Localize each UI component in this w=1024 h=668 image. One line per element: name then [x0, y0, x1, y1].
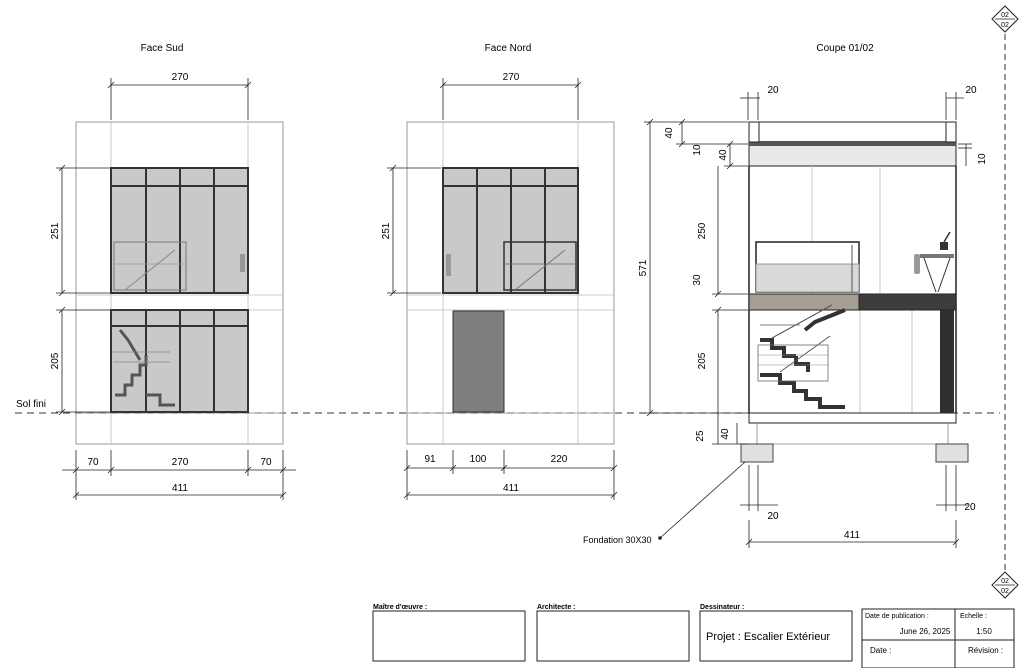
date-pub-value: June 26, 2025: [900, 627, 951, 636]
south-view-title: Face Sud: [141, 43, 184, 54]
dessinateur-box: [699, 610, 853, 662]
south-dim-205: 205: [50, 352, 61, 369]
section-dim-250: 250: [697, 222, 708, 239]
echelle-label: Echelle :: [960, 613, 987, 620]
maitre-label: Maître d'œuvre :: [373, 604, 427, 611]
project-name: Projet : Escalier Extérieur: [706, 631, 830, 643]
south-dim-270-bottom: 270: [172, 457, 189, 468]
title-block: [372, 608, 1015, 668]
north-door: [452, 310, 505, 413]
section-view: [740, 121, 969, 463]
north-dim-251: 251: [381, 222, 392, 239]
section-dim-10-left: 10: [692, 144, 703, 156]
south-dim-70-left: 70: [87, 457, 99, 468]
foundation-right: [935, 443, 969, 463]
north-dim-100: 100: [470, 454, 487, 465]
date-label: Date :: [870, 646, 891, 655]
section-dim-30: 30: [692, 274, 703, 286]
south-dim-270-top: 270: [172, 72, 189, 83]
section-dim-40-roof: 40: [664, 127, 675, 139]
section-dim-205: 205: [697, 352, 708, 369]
section-dim-20-top-right: 20: [965, 85, 977, 96]
south-facade: [75, 121, 284, 445]
section-dim-10-right: 10: [977, 153, 988, 165]
north-view-title: Face Nord: [485, 43, 532, 54]
foundation-left: [740, 443, 774, 463]
section-dim-20-bottom-right: 20: [964, 502, 976, 513]
marker-top-number-a: 02: [1001, 12, 1009, 19]
section-dim-20-bottom-left: 20: [767, 511, 779, 522]
north-dim-220: 220: [551, 454, 568, 465]
north-dim-270: 270: [503, 72, 520, 83]
section-dimensions: [644, 92, 972, 548]
section-marker-bottom: 02 02: [991, 571, 1019, 599]
marker-top-number-b: 02: [1001, 22, 1009, 29]
north-facade: [406, 121, 615, 445]
marker-bottom-number-b: 02: [1001, 588, 1009, 595]
dessinateur-label: Dessinateur :: [700, 604, 744, 611]
section-dim-411: 411: [844, 530, 860, 541]
north-dim-91: 91: [424, 454, 436, 465]
date-pub-label: Date de publication :: [865, 613, 929, 620]
south-dim-251: 251: [50, 222, 61, 239]
section-dim-40-slab: 40: [718, 149, 729, 161]
marker-bottom-number-a: 02: [1001, 578, 1009, 585]
south-dim-411: 411: [172, 483, 188, 494]
architecte-box: [536, 610, 690, 662]
architecte-label: Architecte :: [537, 604, 576, 611]
fondation-label: Fondation 30X30: [583, 535, 652, 545]
section-dim-40-foundation: 40: [720, 428, 731, 440]
maitre-box: [372, 610, 526, 662]
section-dim-25: 25: [695, 430, 706, 442]
sol-fini-label: Sol fini: [16, 399, 46, 410]
south-dim-70-right: 70: [260, 457, 272, 468]
section-dim-20-top-left: 20: [767, 85, 779, 96]
north-dim-411: 411: [503, 483, 519, 494]
north-dimensions: [387, 78, 618, 500]
section-dim-571: 571: [638, 259, 649, 276]
echelle-value: 1:50: [976, 627, 992, 636]
south-dimensions: [56, 78, 296, 500]
section-view-title: Coupe 01/02: [816, 43, 874, 54]
revision-label: Révision :: [968, 646, 1003, 655]
section-marker-top: 02 02: [991, 5, 1019, 33]
